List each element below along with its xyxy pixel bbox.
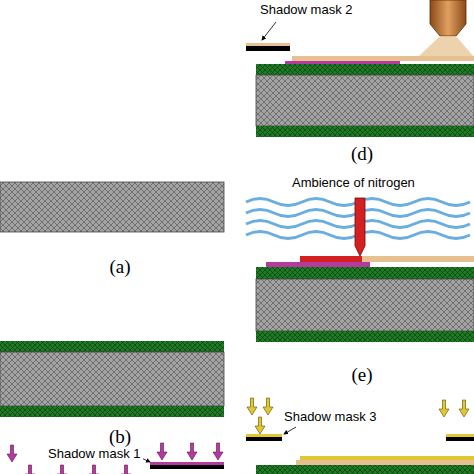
atmosphere-label: Ambience of nitrogen (290, 176, 417, 191)
mask-label: Shadow mask 3 (282, 410, 379, 425)
step-label: (b) (109, 426, 131, 448)
step-label: (a) (109, 256, 130, 278)
step-label: (e) (351, 364, 372, 386)
step-label: (d) (351, 143, 373, 165)
mask-label: Shadow mask 1 (46, 447, 143, 462)
mask-label: Shadow mask 2 (258, 3, 355, 18)
